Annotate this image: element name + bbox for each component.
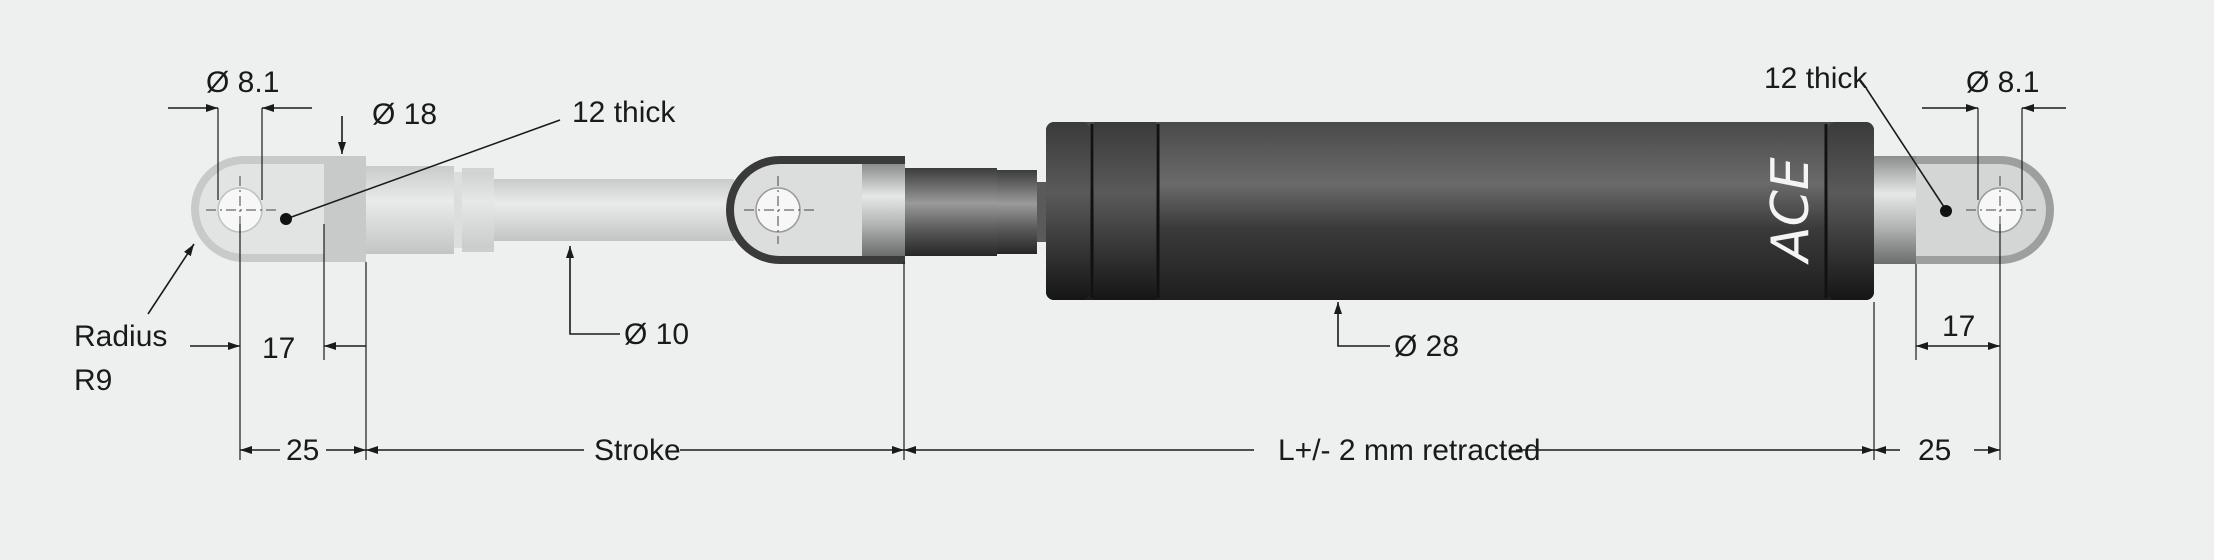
label-radius-value: R9 — [74, 364, 112, 397]
label-length-retracted: L+/- 2 mm retracted — [1278, 434, 1541, 467]
left-eye-fitting-extended — [191, 156, 494, 262]
label-right-17: 17 — [1942, 310, 1975, 343]
label-end-diameter: Ø 18 — [372, 98, 437, 131]
label-rod-diameter: Ø 10 — [624, 318, 689, 351]
label-body-diameter: Ø 28 — [1394, 330, 1459, 363]
piston-rod-extended — [494, 179, 734, 241]
label-radius: Radius — [74, 320, 167, 353]
label-stroke: Stroke — [594, 434, 681, 467]
label-left-thickness: 12 thick — [572, 96, 676, 129]
label-left-eye-diameter: Ø 8.1 — [206, 66, 279, 99]
label-left-25: 25 — [286, 434, 319, 467]
center-marks — [206, 176, 2036, 244]
dimension-lines — [147, 87, 2066, 460]
label-left-17: 17 — [262, 332, 295, 365]
cylinder-body: ACE — [1046, 122, 1874, 300]
rod-collar — [905, 168, 1047, 256]
dimension-labels: Ø 8.1 Ø 18 12 thick Radius R9 17 Ø 10 25… — [74, 62, 2039, 467]
label-right-25: 25 — [1918, 434, 1951, 467]
label-right-thickness: 12 thick — [1764, 62, 1868, 95]
brand-label: ACE — [1761, 157, 1821, 265]
label-right-eye-diameter: Ø 8.1 — [1966, 66, 2039, 99]
